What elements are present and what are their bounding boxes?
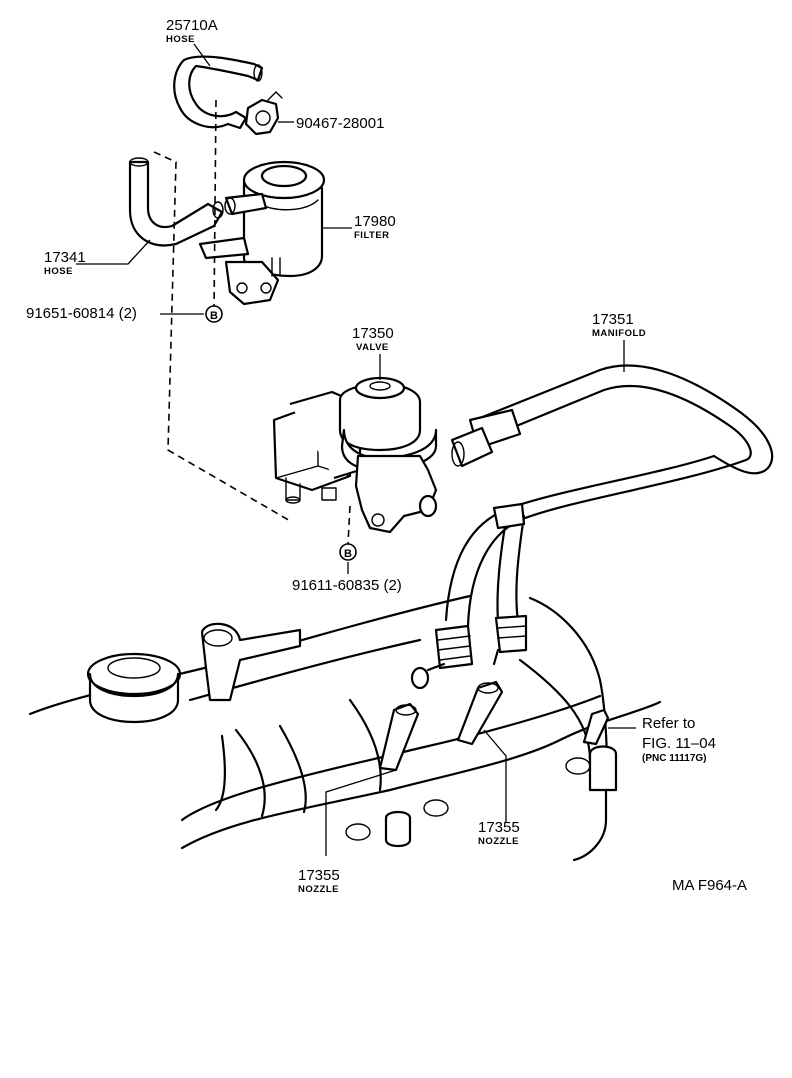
part-name: HOSE (44, 266, 73, 277)
figure-code: MA F964-A (672, 877, 747, 894)
part-label-91611: 91611-60835 (2) (292, 577, 402, 594)
part-name: VALVE (356, 342, 389, 353)
part-number: 17980 (354, 213, 396, 230)
figure-code-text: MA F964-A (672, 877, 747, 894)
filter-17980-drawing (198, 160, 326, 306)
b-marker-top: B (205, 305, 223, 323)
part-name: MANIFOLD (592, 328, 646, 339)
hose-25710a-drawing (173, 55, 264, 130)
reference-line-1: Refer to (642, 715, 695, 732)
part-number: 17351 (592, 311, 634, 328)
reference-line-2: FIG. 11–04 (642, 735, 716, 752)
part-name: HOSE (166, 34, 195, 45)
part-number: 17350 (352, 325, 394, 342)
part-label-17355-left: 17355 NOZZLE (298, 867, 340, 895)
part-label-17351: 17351 MANIFOLD (592, 311, 646, 339)
engine-head-drawing (28, 594, 662, 862)
reference-note: Refer to FIG. 11–04 (PNC 11117G) (642, 715, 716, 764)
dashed-guides (153, 99, 351, 545)
part-label-17355-right: 17355 NOZZLE (478, 819, 520, 847)
part-number: 17355 (298, 867, 340, 884)
part-number: 17341 (44, 249, 86, 266)
b-marker-top-label: B (210, 310, 218, 322)
leader-lines (76, 43, 636, 856)
part-number: 25710A (166, 17, 218, 34)
part-label-17350: 17350 VALVE (352, 325, 394, 353)
part-number: 91651-60814 (2) (26, 305, 137, 322)
b-marker-bottom: B (339, 543, 357, 561)
part-name: NOZZLE (298, 884, 339, 895)
part-number: 17355 (478, 819, 520, 836)
part-label-25710a: 25710A HOSE (166, 17, 218, 45)
part-name: NOZZLE (478, 836, 519, 847)
part-label-91651: 91651-60814 (2) (26, 305, 137, 322)
valve-17350-drawing (272, 376, 438, 534)
part-number: 91611-60835 (2) (292, 577, 402, 594)
b-marker-bottom-label: B (344, 548, 352, 560)
reference-line-3: (PNC 11117G) (642, 753, 706, 764)
part-name: FILTER (354, 230, 390, 241)
part-label-17341: 17341 HOSE (44, 249, 86, 277)
part-label-17980: 17980 FILTER (354, 213, 396, 241)
clip-90467-drawing (244, 91, 283, 136)
part-number: 90467-28001 (296, 115, 384, 132)
manifold-17351-drawing (410, 364, 774, 690)
part-label-90467: 90467-28001 (296, 115, 384, 132)
hose-17341-drawing (128, 157, 224, 247)
